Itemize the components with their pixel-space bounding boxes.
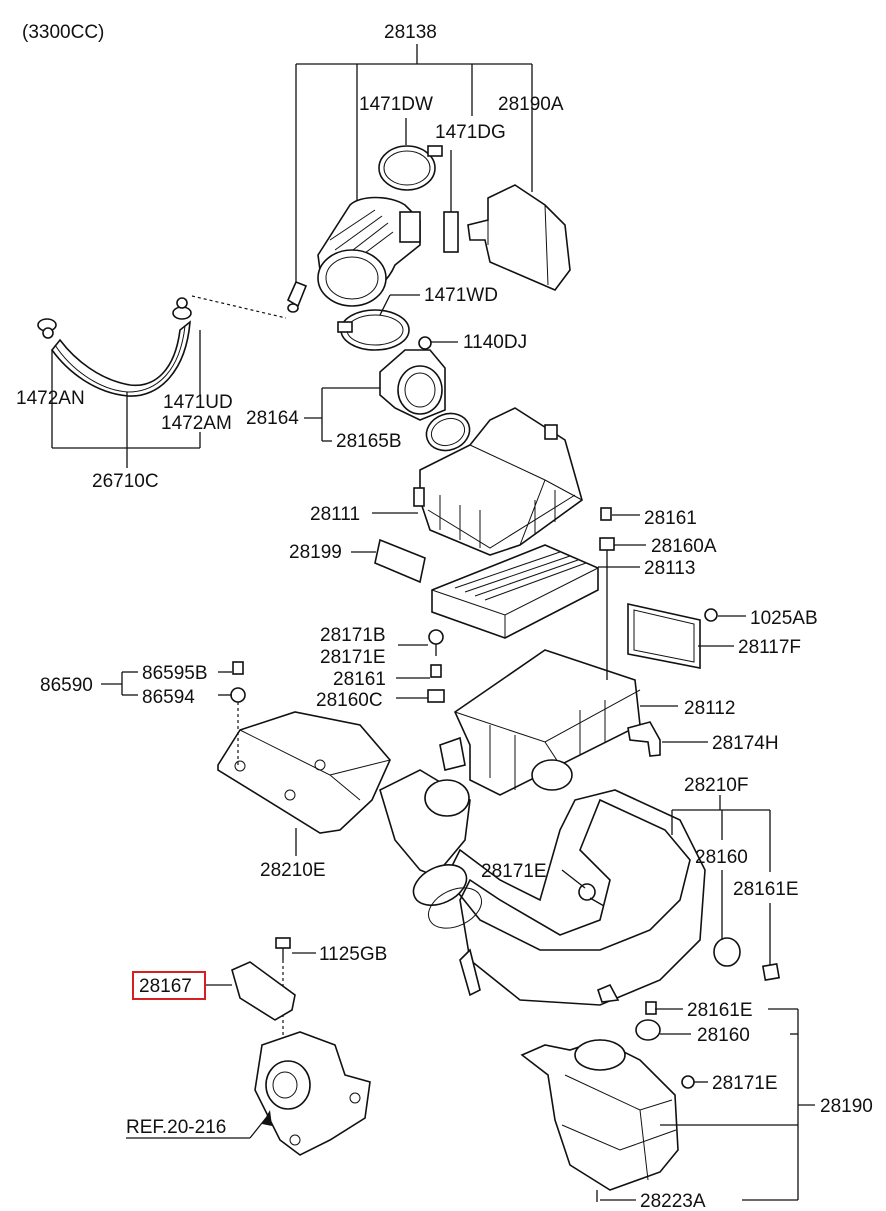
label-86590[interactable]: 86590 — [40, 675, 93, 696]
label-28199[interactable]: 28199 — [289, 542, 342, 563]
label-28161e-right[interactable]: 28161E — [733, 879, 799, 900]
filter-element-drawing — [431, 544, 599, 639]
label-28190[interactable]: 28190 — [820, 1096, 873, 1117]
label-1140dj[interactable]: 1140DJ — [463, 332, 527, 353]
label-28210e[interactable]: 28210E — [260, 860, 326, 881]
label-28171e-top[interactable]: 28171E — [320, 647, 386, 668]
label-28138[interactable]: 28138 — [384, 22, 437, 43]
label-28171e-lower[interactable]: 28171E — [712, 1073, 778, 1094]
label-28160-lower[interactable]: 28160 — [697, 1025, 750, 1046]
o-ring-drawing — [704, 608, 718, 622]
label-28165b[interactable]: 28165B — [336, 431, 402, 452]
label-1471ud[interactable]: 1471UD — [163, 392, 233, 413]
air-cleaner-body-drawing — [439, 649, 641, 796]
intake-tube-drawing — [379, 769, 706, 1006]
label-28161e-lower[interactable]: 28161E — [687, 1000, 753, 1021]
part-labels: (3300CC) 28138 1471DW 1471DG 28190A 1471… — [16, 22, 873, 1211]
label-28190a[interactable]: 28190A — [498, 94, 564, 115]
label-28210f[interactable]: 28210F — [684, 775, 748, 796]
resonator-tank-drawing — [520, 1001, 695, 1202]
label-28112[interactable]: 28112 — [684, 698, 735, 719]
label-sticker-drawing — [374, 538, 426, 584]
label-86594[interactable]: 86594 — [142, 687, 195, 708]
bracket-28167-drawing — [231, 961, 296, 1021]
clamp-1471dw-drawing — [378, 145, 443, 191]
duct-28210e-drawing — [217, 711, 391, 834]
label-ref-20-216[interactable]: REF.20-216 — [126, 1117, 226, 1138]
label-28171b[interactable]: 28171B — [320, 625, 386, 646]
label-1025ab[interactable]: 1025AB — [750, 608, 818, 629]
clamp-1471wd-drawing — [337, 309, 410, 351]
sensor-1471dg-drawing — [443, 150, 459, 253]
label-28164[interactable]: 28164 — [246, 408, 299, 429]
engine-note: (3300CC) — [22, 22, 104, 43]
breather-hose-drawing — [37, 295, 287, 397]
label-28171e-mid[interactable]: 28171E — [481, 861, 547, 882]
grommet-28160-drawing — [578, 883, 781, 982]
label-28160a[interactable]: 28160A — [651, 536, 717, 557]
label-1125gb[interactable]: 1125GB — [319, 944, 387, 965]
filter-mesh-drawing — [627, 603, 701, 669]
resonator-28190a-drawing — [467, 184, 571, 291]
label-28167[interactable]: 28167 — [139, 976, 192, 997]
label-28161-top[interactable]: 28161 — [644, 508, 697, 529]
highlight-box-28167 — [132, 971, 206, 1000]
maf-sensor-drawing — [379, 336, 446, 421]
label-28117f[interactable]: 28117F — [738, 637, 801, 658]
bracket-28174h-drawing — [627, 721, 661, 757]
label-28113[interactable]: 28113 — [644, 558, 695, 579]
engine-mount-drawing — [254, 1031, 371, 1156]
label-86595b[interactable]: 86595B — [142, 663, 208, 684]
label-28223a[interactable]: 28223A — [640, 1191, 706, 1211]
label-1471wd[interactable]: 1471WD — [424, 285, 498, 306]
label-26710c[interactable]: 26710C — [92, 471, 159, 492]
label-1471dw[interactable]: 1471DW — [359, 94, 433, 115]
intake-hose-drawing — [317, 196, 421, 307]
label-1471dg[interactable]: 1471DG — [435, 122, 506, 143]
label-28111[interactable]: 28111 — [310, 504, 360, 525]
gasket-28165b-drawing — [425, 412, 471, 452]
label-1472an[interactable]: 1472AN — [16, 388, 85, 409]
nipple-drawing — [286, 280, 308, 313]
grommet-fittings-drawing — [230, 507, 615, 703]
leader-lines — [51, 44, 815, 1201]
label-28174h[interactable]: 28174H — [712, 733, 779, 754]
air-cleaner-cover-drawing — [413, 407, 583, 556]
label-1472am[interactable]: 1472AM — [161, 413, 232, 434]
label-28161-mid[interactable]: 28161 — [333, 669, 386, 690]
label-28160c[interactable]: 28160C — [316, 690, 383, 711]
label-28160-right[interactable]: 28160 — [695, 847, 748, 868]
